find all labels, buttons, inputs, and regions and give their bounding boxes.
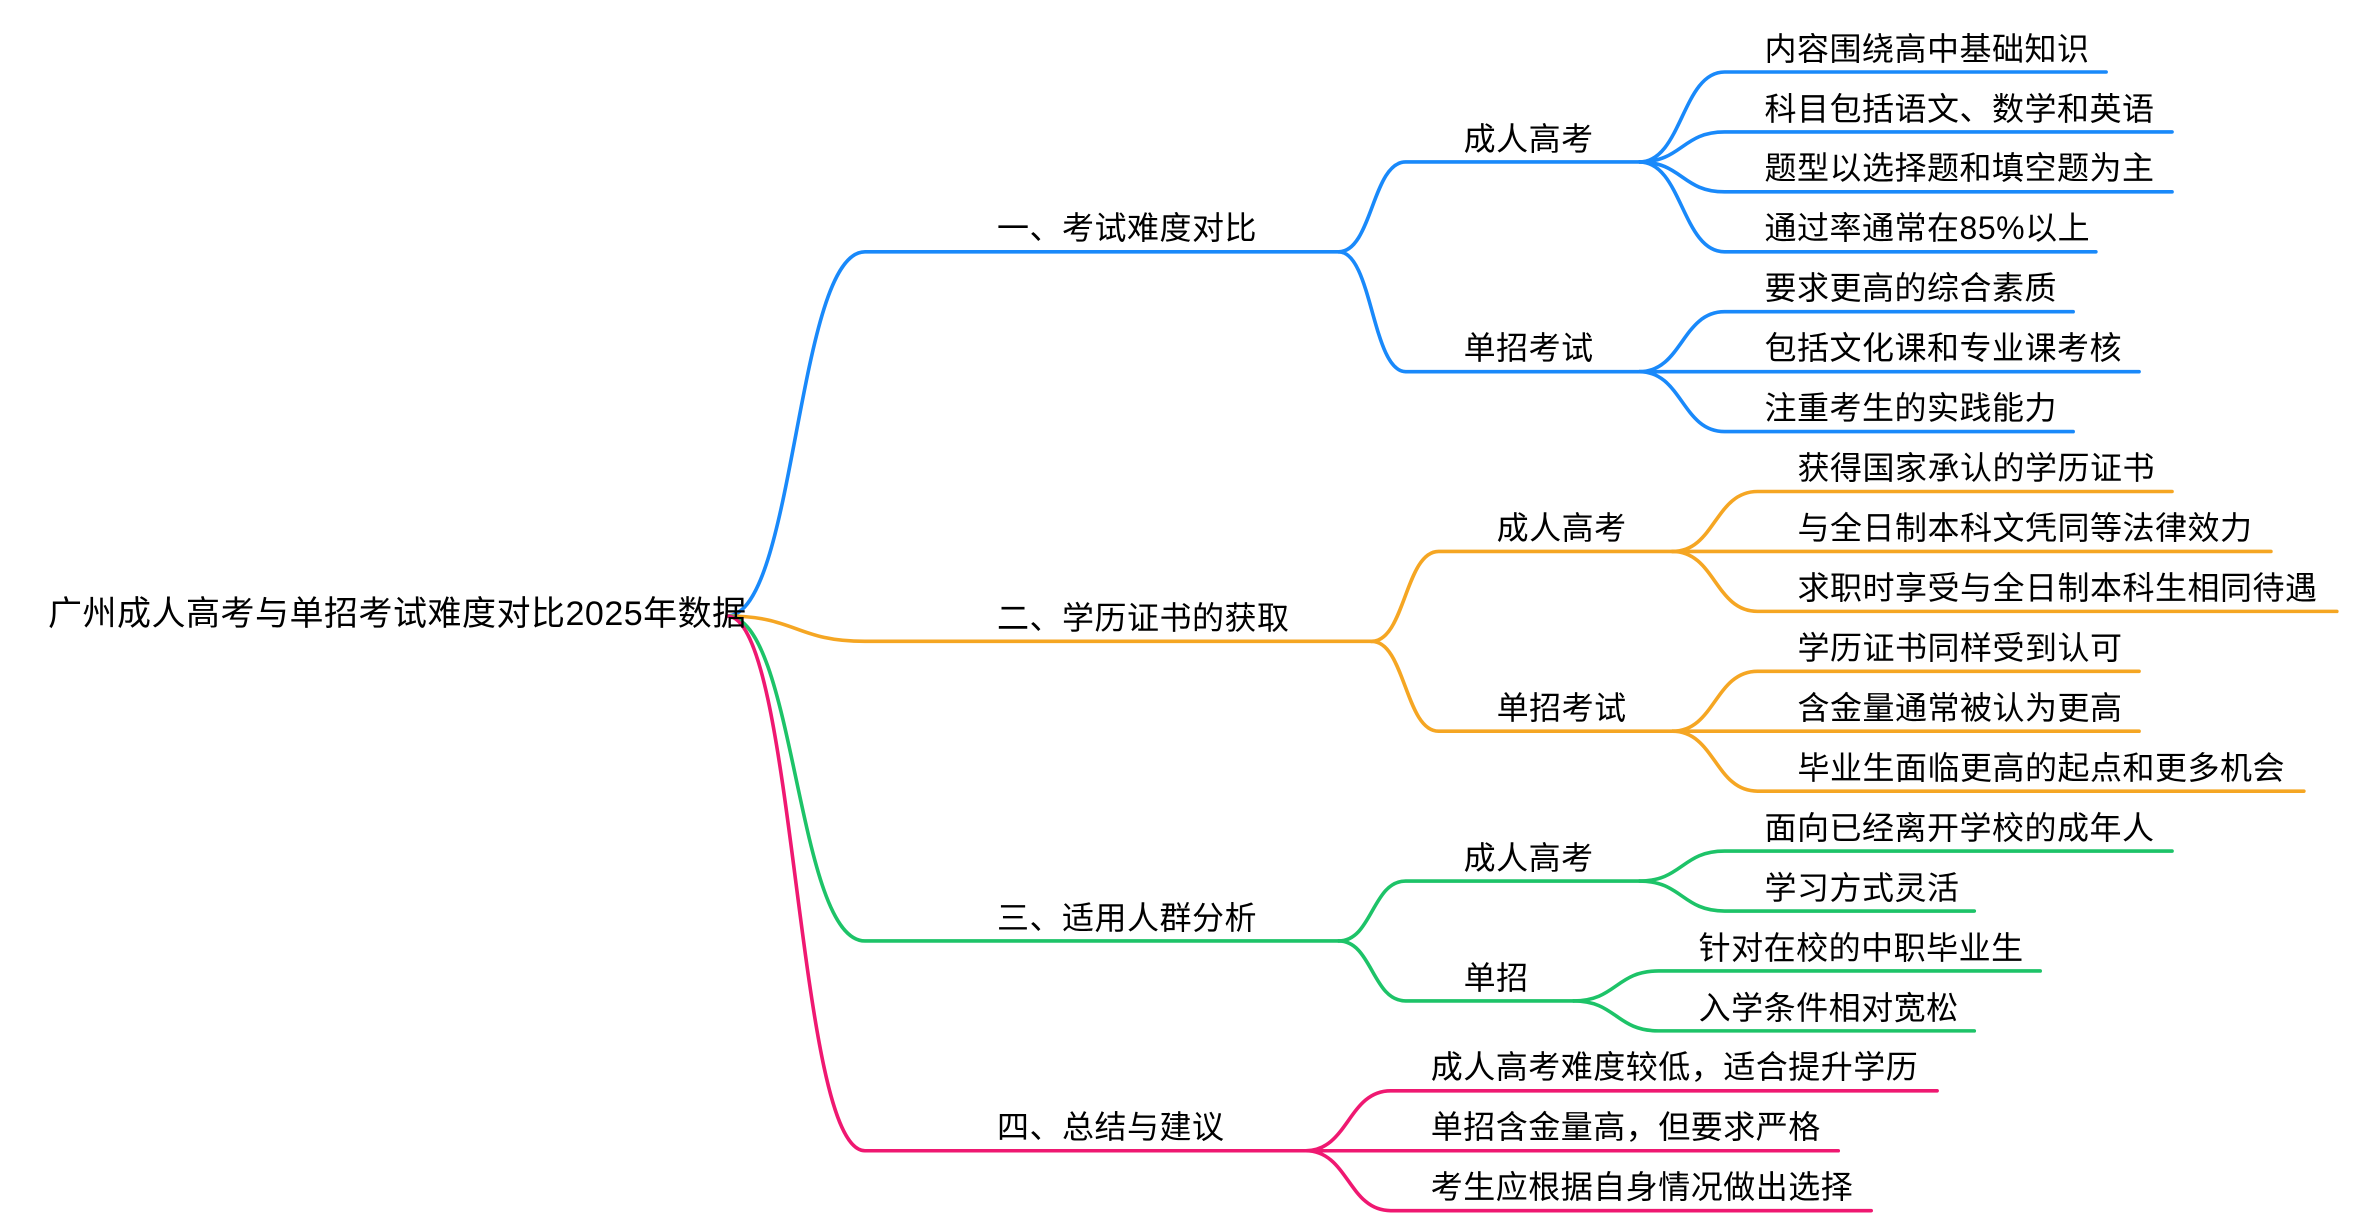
- connector-curve: [1369, 639, 1675, 734]
- leaf-topic[interactable]: 与全日制本科文凭同等法律效力: [1797, 510, 2253, 547]
- main-topic-4[interactable]: 四、总结与建议: [997, 1109, 1225, 1146]
- connector-curve: [1670, 729, 2306, 793]
- connector-curve: [1637, 160, 2174, 194]
- connector-curve: [725, 614, 1308, 1153]
- connector-curve: [1336, 939, 1576, 1003]
- connector-curve: [1637, 309, 2075, 374]
- sub-topic-2-1[interactable]: 成人高考: [1496, 510, 1627, 547]
- connector-curve: [1571, 999, 1977, 1033]
- connector-curve: [1571, 969, 2042, 1003]
- leaf-topic[interactable]: 注重考生的实践能力: [1764, 390, 2058, 427]
- leaf-topic[interactable]: 入学条件相对宽松: [1698, 989, 1959, 1026]
- leaf-topic[interactable]: 毕业生面临更高的起点和更多机会: [1797, 749, 2285, 786]
- connector-curve: [1637, 879, 1977, 913]
- connector-curve: [1670, 669, 2141, 734]
- leaf-topic[interactable]: 求职时享受与全日制本科生相同待遇: [1797, 569, 2318, 606]
- leaf-topic[interactable]: 单招含金量高，但要求严格: [1430, 1109, 1821, 1146]
- connector-curve: [1369, 549, 1675, 644]
- main-topic-1[interactable]: 一、考试难度对比: [997, 210, 1258, 247]
- leaf-topic[interactable]: 考生应根据自身情况做出选择: [1430, 1169, 1854, 1206]
- leaf-topic[interactable]: 学习方式灵活: [1764, 869, 1960, 906]
- leaf-topic[interactable]: 面向已经离开学校的成年人: [1764, 809, 2155, 846]
- connector-curve: [1336, 249, 1642, 374]
- connector-curve: [1637, 369, 2075, 434]
- leaf-topic[interactable]: 内容围绕高中基础知识: [1764, 30, 2090, 67]
- connector-curve: [1336, 160, 1642, 254]
- sub-topic-1-1[interactable]: 成人高考: [1463, 120, 1594, 157]
- connector-curve: [1670, 489, 2174, 554]
- connector-curve: [1336, 879, 1642, 943]
- connector-curve: [1637, 160, 2098, 254]
- root-topic[interactable]: 广州成人高考与单招考试难度对比2025年数据: [48, 595, 747, 633]
- leaf-topic[interactable]: 题型以选择题和填空题为主: [1764, 150, 2155, 187]
- sub-topic-2-2[interactable]: 单招考试: [1496, 689, 1627, 726]
- leaf-topic[interactable]: 针对在校的中职毕业生: [1698, 929, 2024, 966]
- connector-curve: [1637, 130, 2174, 164]
- connector-curve: [1637, 70, 2108, 164]
- leaf-topic[interactable]: 获得国家承认的学历证书: [1797, 450, 2155, 487]
- connector-curve: [1670, 549, 2339, 614]
- connector-curve: [1637, 849, 2174, 883]
- leaf-topic[interactable]: 学历证书同样受到认可: [1797, 629, 2123, 666]
- leaf-topic[interactable]: 包括文化课和专业课考核: [1764, 330, 2123, 367]
- leaf-topic[interactable]: 要求更高的综合素质: [1764, 270, 2058, 307]
- main-topic-3[interactable]: 三、适用人群分析: [997, 899, 1258, 936]
- sub-topic-1-2[interactable]: 单招考试: [1463, 330, 1594, 367]
- connector-curve: [725, 614, 1341, 943]
- leaf-topic[interactable]: 科目包括语文、数学和英语: [1764, 90, 2155, 127]
- connector-curve: [725, 614, 1374, 644]
- connector-curve: [725, 249, 1341, 618]
- sub-topic-3-1[interactable]: 成人高考: [1463, 839, 1594, 876]
- connector-curve: [1303, 1148, 1873, 1213]
- connector-curve: [1303, 1089, 1939, 1153]
- leaf-topic[interactable]: 成人高考难度较低，适合提升学历: [1430, 1049, 1919, 1086]
- leaf-topic[interactable]: 含金量通常被认为更高: [1797, 689, 2123, 726]
- leaf-topic[interactable]: 通过率通常在85%以上: [1764, 210, 2091, 247]
- main-topic-2[interactable]: 二、学历证书的获取: [997, 599, 1290, 636]
- sub-topic-3-2[interactable]: 单招: [1463, 959, 1529, 996]
